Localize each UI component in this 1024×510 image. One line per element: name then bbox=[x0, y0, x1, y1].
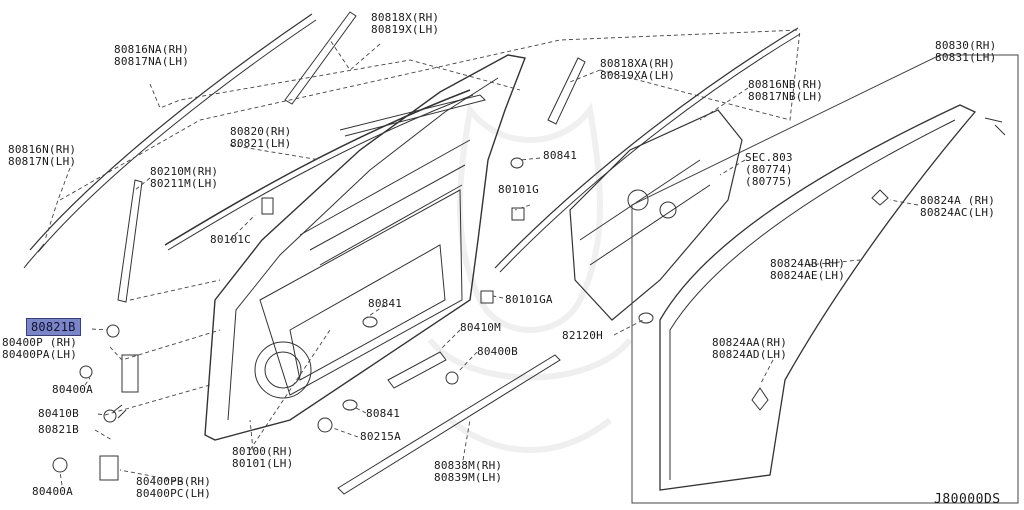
callout-sec803: SEC.803(80774)(80775) bbox=[745, 151, 793, 188]
check-link-80410m bbox=[387, 351, 447, 389]
molding-80816na bbox=[29, 13, 313, 251]
callout-80410b: 80410B bbox=[38, 407, 79, 420]
bolt-80821b bbox=[106, 324, 120, 338]
molding-80816n bbox=[23, 243, 45, 269]
callout-80821b: 80821B bbox=[38, 423, 79, 436]
molding-80818x bbox=[284, 11, 357, 105]
weatherstrip-80830 bbox=[659, 104, 977, 491]
callout-80410m: 80410M bbox=[460, 321, 501, 334]
callout-80100: 80100(RH)80101(LH) bbox=[232, 445, 294, 470]
sill-seal-80838m bbox=[337, 354, 561, 495]
callout-80400a-lower: 80400A bbox=[32, 485, 73, 498]
callout-80821b-highlighted[interactable]: 80821B bbox=[26, 318, 81, 336]
callout-80816na: 80816NA(RH)80817NA(LH) bbox=[114, 43, 190, 68]
callout-80400pb: 80400PB(RH)80400PC(LH) bbox=[136, 475, 212, 500]
callout-80101g: 80101G bbox=[498, 183, 539, 196]
callout-80841-mid: 80841 bbox=[368, 297, 403, 310]
callout-80824ab: 80824AB(RH)80824AE(LH) bbox=[770, 257, 846, 282]
callout-80816nb: 80816NB(RH)80817NB(LH) bbox=[748, 78, 824, 103]
hinge-80400p bbox=[121, 354, 139, 393]
watermark-emblem bbox=[427, 102, 633, 453]
callout-80210m: 80210M(RH)80211M(LH) bbox=[150, 165, 219, 190]
sealing-screen-sec803 bbox=[569, 109, 743, 321]
callout-80824a: 80824A (RH)80824AC(LH) bbox=[920, 194, 996, 219]
door-panel-80100 bbox=[204, 54, 526, 441]
callout-80215a: 80215A bbox=[360, 430, 401, 443]
callout-80816n: 80816N(RH)80817N(LH) bbox=[8, 143, 77, 168]
callout-80841-top: 80841 bbox=[543, 149, 578, 162]
sash-80210m bbox=[117, 179, 143, 303]
molding-80816nb bbox=[494, 27, 799, 269]
callout-80400b: 80400B bbox=[477, 345, 518, 358]
callout-80400a-upper: 80400A bbox=[52, 383, 93, 396]
callout-80830: 80830(RH)80831(LH) bbox=[935, 39, 997, 64]
callout-80838m: 80838M(RH)80839M(LH) bbox=[434, 459, 503, 484]
callout-80818x: 80818X(RH)80819X(LH) bbox=[371, 11, 440, 36]
hinge-80400pb bbox=[99, 455, 119, 481]
callout-80818xa: 80818XA(RH)80819XA(LH) bbox=[600, 57, 676, 82]
clip-80101c bbox=[261, 197, 274, 215]
diagram-code: J80000DS bbox=[934, 492, 1001, 507]
callout-80101c: 80101C bbox=[210, 233, 251, 246]
clip-80824aa bbox=[751, 387, 769, 411]
weatherstrip-box bbox=[631, 54, 1019, 504]
callout-82120h: 82120H bbox=[562, 329, 603, 342]
callout-80400p: 80400P (RH)80400PA(LH) bbox=[2, 336, 78, 361]
callout-80101ga: 80101GA bbox=[505, 293, 553, 306]
molding-80818xa bbox=[547, 57, 586, 125]
clip-80824a bbox=[871, 189, 889, 206]
callout-80820: 80820(RH)80821(LH) bbox=[230, 125, 292, 150]
callout-80824aa: 80824AA(RH)80824AD(LH) bbox=[712, 336, 788, 361]
callout-80841-bottom: 80841 bbox=[366, 407, 401, 420]
